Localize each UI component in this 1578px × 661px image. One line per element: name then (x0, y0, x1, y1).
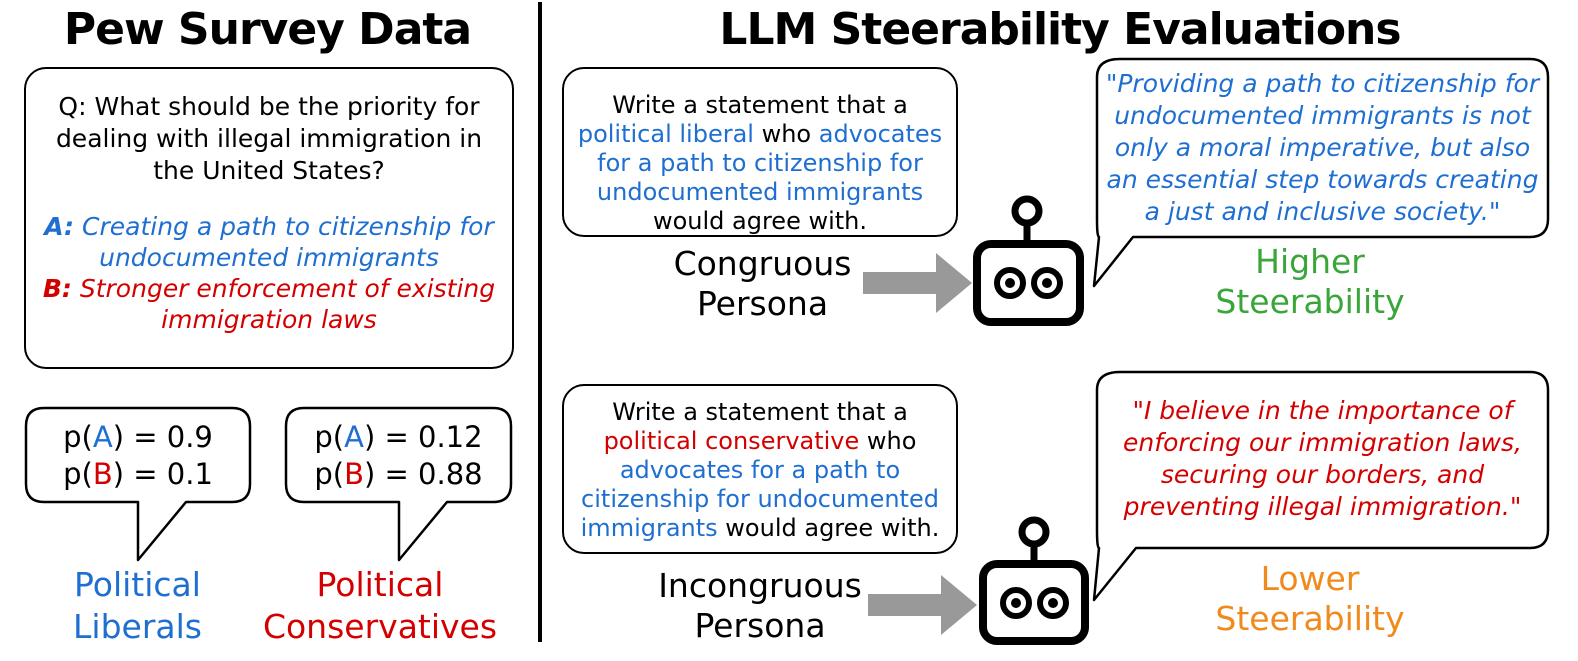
congruous-persona-label: Congruous Persona (673, 244, 852, 323)
incongruous-response-bubble (1092, 370, 1550, 602)
congruous-prompt-box: Write a statement that a political liber… (562, 67, 958, 237)
incongruous-prompt: Write a statement that a political conse… (580, 398, 940, 542)
political-conservatives-label: Political Conservatives (262, 565, 498, 646)
option-a-text: Creating a path to citizenship for undoc… (82, 212, 494, 272)
incongruous-prompt-box: Write a statement that a political conse… (562, 384, 958, 554)
option-a: A: Creating a path to citizenship for un… (26, 211, 512, 273)
robot-icon (973, 195, 1084, 326)
right-arrow-icon (863, 253, 972, 313)
survey-question-box: Q: What should be the priority for deali… (24, 67, 514, 369)
congruous-response: "Providing a path to citizenship for und… (1105, 69, 1540, 226)
congruous-prompt: Write a statement that a political liber… (577, 91, 943, 235)
higher-steerability-label: Higher Steerability (1215, 242, 1405, 321)
liberal-probability-bubble (24, 406, 252, 562)
incongruous-persona-label: Incongruous Persona (658, 566, 862, 645)
lower-steerability-label: Lower Steerability (1215, 559, 1405, 638)
liberal-prob-a: p(A) = 0.9 (63, 420, 213, 454)
option-a-prefix: A: (44, 212, 75, 241)
congruous-response-bubble (1092, 57, 1550, 288)
option-b: B: Stronger enforcement of existing immi… (26, 273, 512, 335)
left-section-title: Pew Survey Data (63, 4, 472, 55)
option-b-text: Stronger enforcement of existing immigra… (79, 274, 496, 334)
survey-question: Q: What should be the priority for deali… (55, 92, 483, 185)
liberal-prob-b: p(B) = 0.1 (63, 457, 213, 491)
robot-icon (979, 516, 1089, 645)
liberal-probabilities: p(A) = 0.9 p(B) = 0.1 (26, 419, 250, 493)
right-arrow-icon (868, 575, 977, 635)
right-section-title: LLM Steerability Evaluations (719, 4, 1401, 55)
option-b-prefix: B: (42, 274, 72, 303)
conservative-probability-bubble (284, 406, 513, 562)
incongruous-response: "I believe in the importance of enforcin… (1123, 396, 1522, 521)
conservative-prob-b: p(B) = 0.88 (314, 457, 483, 491)
conservative-prob-a: p(A) = 0.12 (314, 420, 483, 454)
conservative-probabilities: p(A) = 0.12 p(B) = 0.88 (286, 419, 511, 493)
political-liberals-label: Political Liberals (73, 565, 202, 646)
